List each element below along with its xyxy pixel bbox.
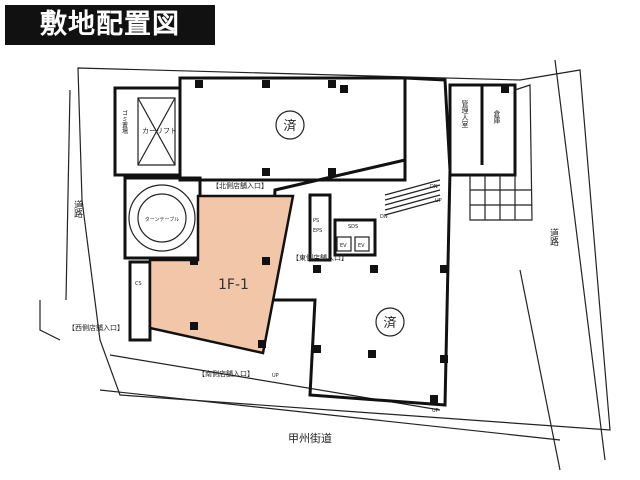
west-entrance-label: 【西側店舗入口】 — [68, 323, 124, 332]
sumi-label-east: 済 — [383, 315, 396, 331]
stairs — [384, 179, 441, 216]
koshu-kaido-label: 甲州街道 — [288, 431, 332, 445]
road-curb-right — [519, 59, 606, 471]
sumi-mark-east — [375, 307, 405, 337]
sumi-mark-north — [275, 110, 305, 140]
carlift-block — [113, 86, 182, 177]
sds-label: SDS — [348, 224, 358, 230]
up-label-3: UP — [435, 198, 442, 204]
turntable-label: ターンテーブル — [145, 216, 179, 223]
carlift-cross — [137, 97, 176, 166]
road-right-label: 道路 — [548, 227, 559, 247]
road-curb-left — [39, 89, 71, 341]
elevator-2 — [354, 236, 370, 252]
south-entrance-label: 【南側店舗入口】 — [198, 369, 254, 378]
up-label-2: UP — [432, 408, 439, 414]
carlift-label: カーリフト — [142, 127, 177, 135]
road-left-label: 道路 — [72, 199, 83, 219]
up-label-1: UP — [272, 373, 279, 379]
eps-label: EPS — [313, 228, 322, 234]
columns — [190, 80, 509, 403]
east-entrance-label: 【東側店舗入口】 — [292, 253, 348, 262]
dn-label-2: DN — [380, 214, 388, 220]
turntable-inner — [137, 193, 187, 243]
ps-label: PS — [313, 218, 319, 224]
manager-storage-block — [448, 83, 517, 177]
stair-grid — [469, 84, 533, 221]
page-title: 敷地配置図 — [5, 5, 215, 45]
dn-label-1: DN — [430, 184, 438, 190]
manager-room-label: 管理人室 — [461, 99, 469, 128]
ev2-label: EV — [358, 243, 365, 249]
unit-label: 1F-1 — [218, 277, 249, 293]
elevator-1 — [336, 236, 352, 252]
garbage-label: ゴミ置場 — [121, 109, 128, 135]
site-boundary — [77, 67, 611, 431]
north-entrance-label: 【北側店舗入口】 — [212, 181, 268, 190]
east-block — [268, 76, 452, 407]
core — [308, 193, 377, 262]
storage-label: 倉庫 — [493, 109, 501, 125]
sumi-label-north: 済 — [283, 118, 296, 134]
cs-label: CS — [135, 281, 142, 287]
ev1-label: EV — [340, 243, 347, 249]
turntable-outer — [128, 184, 196, 252]
west-strip — [128, 260, 152, 342]
